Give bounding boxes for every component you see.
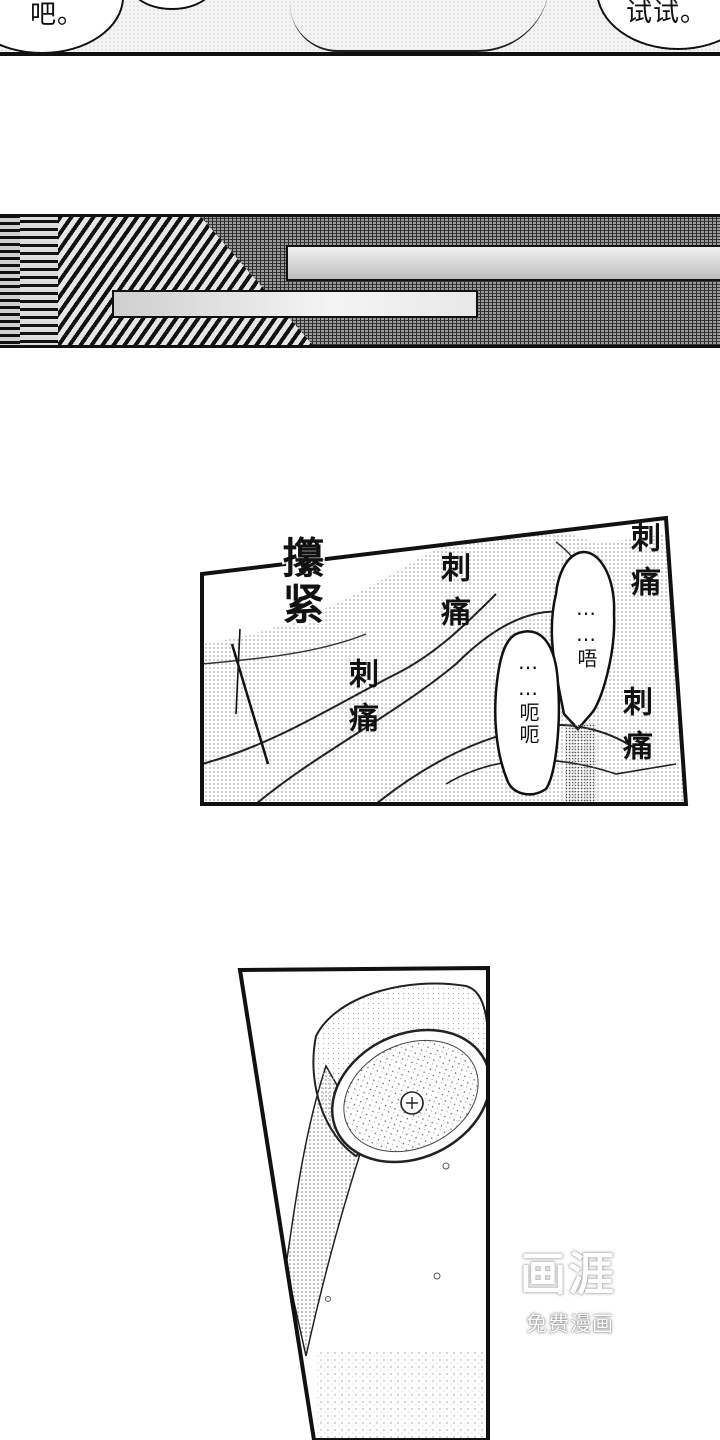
sfx-sting-1: 刺痛 [435, 552, 470, 640]
shower-center-mark [406, 1097, 418, 1109]
water-drop-1 [442, 1162, 450, 1170]
wrist-line [202, 633, 367, 665]
finger-line-1 [255, 610, 577, 804]
water-drop-2 [433, 1272, 441, 1280]
speech-bubble-right-text: 试试。 [626, 0, 708, 28]
hand-panel [200, 515, 689, 806]
light-streak-upper [286, 245, 720, 281]
watermark: 画涯 免费漫画 [516, 1238, 646, 1348]
water-spray [316, 1351, 488, 1440]
light-streak-lower [112, 290, 478, 318]
shadow-tone [566, 724, 596, 804]
city-skyline-panel [0, 214, 720, 348]
speech-bubble-left-text: 吧。 [30, 0, 85, 30]
shower-panel-border [237, 966, 490, 1440]
shower-panel [237, 966, 490, 1440]
sfx-sting-3: 刺痛 [343, 658, 378, 746]
face-outline [290, 0, 550, 52]
speech-bubble-small [130, 0, 214, 10]
building-tower [20, 217, 60, 345]
speech-balloon-2 [494, 630, 561, 796]
water-drop-3 [325, 1296, 331, 1302]
previous-panel-bottom: 吧。 试试。 [0, 0, 720, 56]
watermark-logo: 画涯 [520, 1247, 616, 1301]
building-diagonal [58, 217, 318, 345]
sfx-grip: 攥紧 [276, 536, 325, 628]
sfx-sting-2: 刺痛 [625, 522, 660, 610]
sfx-sting-4: 刺痛 [617, 686, 652, 774]
speech-text-2: ……呃呃 [516, 650, 540, 746]
speech-balloon-1 [550, 550, 616, 731]
speech-text-1: ……唔 [574, 596, 598, 670]
hand-panel-border [200, 515, 689, 806]
tension-line-2 [235, 628, 241, 715]
watermark-subtitle: 免费漫画 [526, 1312, 614, 1336]
